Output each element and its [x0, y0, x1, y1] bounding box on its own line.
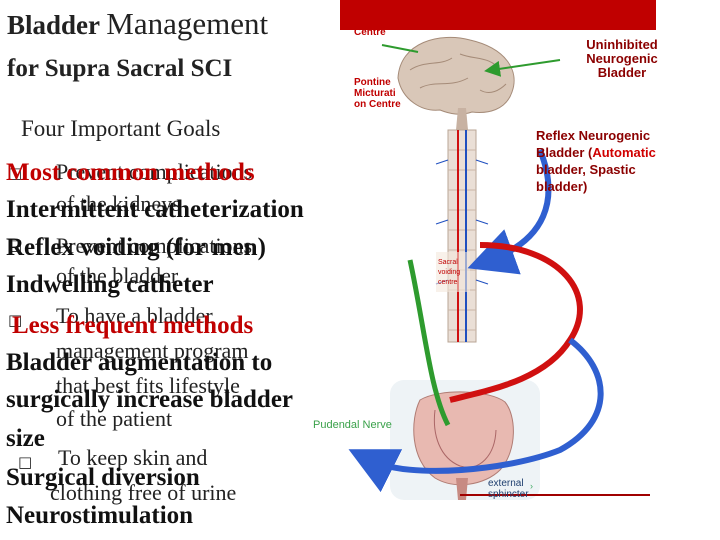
method-neurostimulation: Neurostimulation	[6, 502, 194, 529]
method-indwelling: Indwelling catheter	[6, 271, 214, 298]
goal-3b: management program	[56, 338, 249, 363]
slide-title: Bladder Management	[7, 6, 268, 42]
goal-1b: of the kidneys	[56, 191, 181, 216]
method-augmentation-3: size	[6, 425, 45, 452]
arrows-layer	[348, 44, 650, 496]
goals-heading: Four Important Goals	[21, 116, 221, 141]
method-intermittent: Intermittent catheterization	[6, 196, 304, 223]
goal-3c: that best fits lifestyle	[56, 373, 240, 398]
label-sacral-centre: Sacral voiding centre	[438, 259, 461, 286]
goal-checkbox-2: □	[8, 236, 23, 254]
arrow-blue-bottom	[348, 337, 604, 493]
arrow-red-loop	[449, 242, 583, 403]
header-bar	[340, 0, 656, 30]
goal-checkbox-4: □	[18, 453, 33, 471]
method-augmentation-1: Bladder augmentation to	[6, 349, 273, 376]
label-reflex-bladder: Reflex Neurogenic Bladder (Automatic bla…	[536, 127, 716, 195]
title-part-1: Bladder	[7, 10, 107, 40]
goal-1a: Prevent complications	[56, 159, 253, 184]
goal-4b: clothing free of urine	[50, 480, 237, 505]
arrow-green-down	[407, 259, 451, 427]
label-uninhibited-bladder: Uninhibited Neurogenic Bladder	[586, 37, 658, 80]
arrow-frontal	[381, 44, 419, 53]
goal-3a: To have a bladder	[56, 303, 213, 328]
slide-subtitle: for Supra Sacral SCI	[7, 55, 233, 82]
method-augmentation-2: surgically increase bladder	[6, 386, 294, 413]
goal-checkbox-1: □	[8, 164, 23, 182]
reflex-line-2: Bladder (Automatic	[536, 145, 656, 160]
label-external-sphincter: external sphincter	[488, 478, 529, 500]
brain-stem	[456, 108, 468, 130]
method-reflex-voiding: Reflex voiding (for men)	[6, 234, 266, 261]
goal-2b: of the bladder	[56, 263, 179, 288]
goal-checkbox-3: □	[8, 311, 23, 329]
label-frontal-lobe: Frontal Lobe, Micturation Centre	[354, 5, 418, 38]
goal-2a: Prevent complications	[56, 233, 253, 258]
arrow-uninhibited	[484, 59, 561, 77]
label-pudendal-nerve: Pudendal Nerve	[313, 419, 392, 431]
title-part-2: Management	[106, 6, 269, 41]
goal-3d: of the patient	[56, 406, 173, 431]
brain-shape	[397, 36, 515, 115]
arrow-reflex-blue	[467, 148, 552, 275]
anatomy-illustration: ›	[390, 36, 540, 500]
most-common-heading: Most common methods	[6, 159, 255, 186]
reflex-line-4: bladder)	[536, 179, 588, 194]
goal-4a: To keep skin and	[58, 445, 208, 470]
label-pontine: Pontine Micturati on Centre	[354, 77, 401, 110]
less-frequent-heading: Less frequent methods	[12, 312, 254, 339]
reflex-line-1: Reflex Neurogenic	[536, 128, 651, 143]
reflex-line-3: bladder, Spastic	[536, 162, 636, 177]
method-diversion: Surgical diversion	[6, 464, 200, 491]
svg-text:›: ›	[530, 481, 533, 491]
